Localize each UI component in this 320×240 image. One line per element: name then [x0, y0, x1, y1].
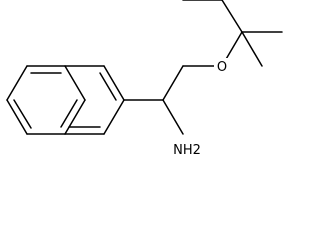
bond — [6, 99, 28, 135]
bond — [64, 99, 86, 135]
bond — [64, 65, 86, 101]
bond — [241, 31, 263, 67]
bond — [162, 99, 184, 135]
bond — [6, 65, 28, 101]
bond — [103, 99, 125, 135]
amine-group-label: NH2 — [172, 141, 202, 158]
double-bond-inner — [13, 99, 32, 129]
label-background — [172, 141, 202, 157]
bond — [103, 65, 125, 101]
side-chain — [123, 0, 283, 135]
naphthalene-ring-system — [6, 65, 125, 135]
double-bond-inner — [60, 99, 78, 128]
oxygen-atom-label: O — [214, 58, 230, 75]
double-bond-inner — [99, 72, 117, 101]
bond — [162, 65, 184, 101]
bond — [221, 0, 243, 33]
amine-label: NH2 — [173, 143, 201, 158]
chemical-structure-diagram: O NH2 — [6, 0, 283, 158]
label-background — [214, 58, 230, 74]
oxygen-label: O — [217, 60, 227, 75]
